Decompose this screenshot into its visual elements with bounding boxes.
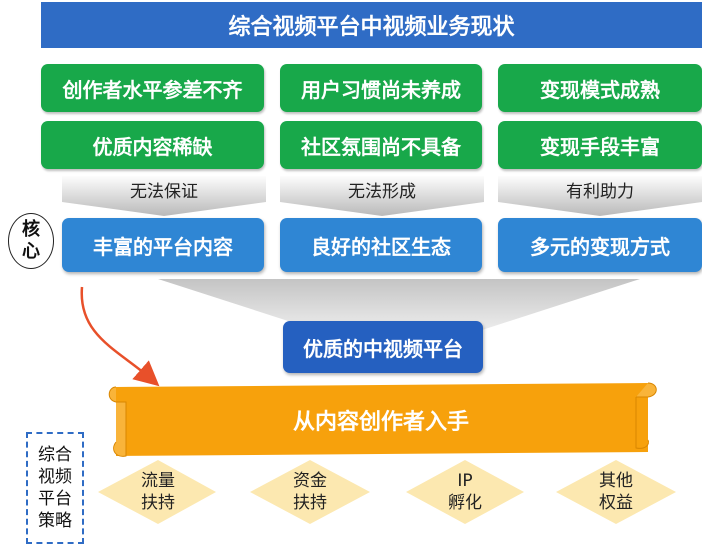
strategy-traffic-support-line-2: 扶持 (141, 493, 175, 513)
problem-box-creator-level: 创作者水平参差不齐 (41, 64, 264, 112)
scroll-text: 从内容创作者入手 (292, 410, 469, 435)
strategy-other-rights: 其他 权益 (576, 470, 656, 514)
down-arrow-3 (498, 176, 702, 216)
strategy-label-line-4: 策略 (38, 511, 72, 531)
core-label: 核 心 (8, 213, 54, 269)
strategy-funding-support: 资金 扶持 (270, 470, 350, 514)
red-curved-arrow (80, 286, 160, 387)
problem-box-community: 社区氛围尚不具备 (280, 121, 482, 169)
strategy-traffic-support: 流量 扶持 (118, 470, 198, 514)
page-title: 综合视频平台中视频业务现状 (41, 2, 702, 48)
strategy-funding-support-line-2: 扶持 (293, 493, 327, 513)
strategy-other-rights-line-2: 权益 (599, 493, 633, 513)
strategy-funding-support-line-1: 资金 (293, 471, 327, 491)
strategy-diamond-4 (556, 460, 676, 524)
arrow-label-cannot-form: 无法形成 (348, 181, 416, 202)
strategy-diamond-1 (98, 460, 216, 524)
strategy-label-line-2: 视频 (38, 467, 72, 487)
strategy-label-line-1: 综合 (38, 445, 72, 465)
goal-box-rich-content: 丰富的平台内容 (62, 218, 264, 272)
down-arrow-2 (280, 176, 484, 216)
arrow-label-cannot-ensure: 无法保证 (130, 181, 198, 202)
strategy-ip-incubation-line-1: IP (457, 471, 473, 491)
strategy-label-line-3: 平台 (38, 489, 72, 509)
strategy-other-rights-line-1: 其他 (599, 471, 633, 491)
down-arrow-1 (62, 176, 266, 216)
core-label-line-1: 核 (22, 219, 40, 240)
strategy-diamond-3 (406, 460, 524, 524)
problem-box-monetization-means: 变现手段丰富 (498, 121, 702, 169)
strategy-diamond-2 (250, 460, 370, 524)
problem-box-user-habit: 用户习惯尚未养成 (280, 64, 482, 112)
scroll-banner (108, 382, 657, 457)
result-box: 优质的中视频平台 (283, 321, 483, 373)
funnel-arrow (158, 279, 640, 330)
strategy-label: 综合 视频 平台 策略 (26, 432, 84, 544)
strategy-ip-incubation: IP 孵化 (425, 470, 505, 514)
goal-box-monetization: 多元的变现方式 (498, 218, 702, 272)
goal-box-community-ecology: 良好的社区生态 (280, 218, 482, 272)
core-label-line-2: 心 (22, 241, 40, 262)
arrow-label-beneficial-help: 有利助力 (566, 181, 634, 202)
strategy-traffic-support-line-1: 流量 (141, 471, 175, 491)
problem-box-quality-content: 优质内容稀缺 (41, 121, 264, 169)
problem-box-monetization-model: 变现模式成熟 (498, 64, 702, 112)
strategy-ip-incubation-line-2: 孵化 (448, 493, 482, 513)
